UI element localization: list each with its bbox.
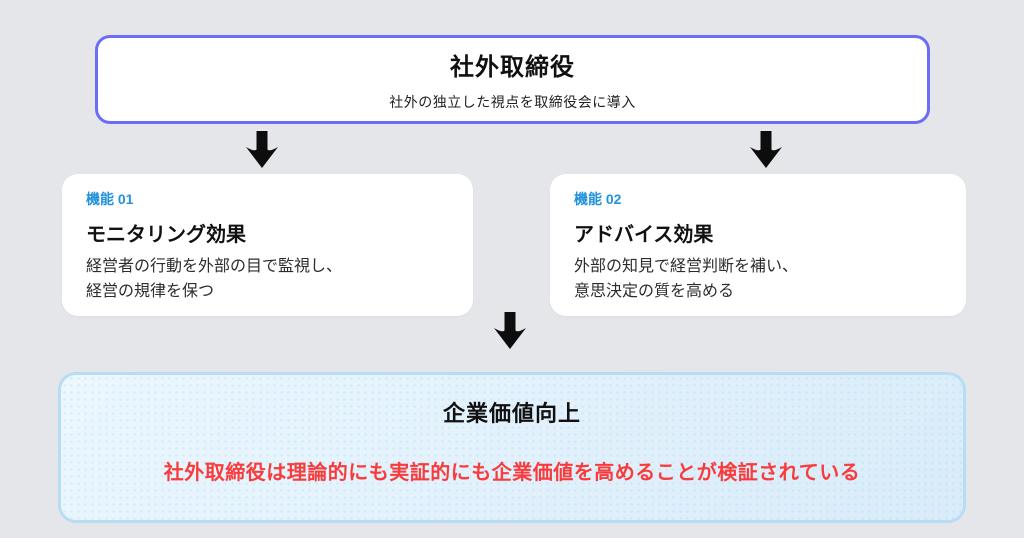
function-badge: 機能 01: [86, 191, 134, 207]
down-arrow-icon: [493, 311, 527, 349]
header-box: 社外取締役 社外の独立した視点を取締役会に導入: [95, 35, 930, 124]
header-title: 社外取締役: [450, 54, 575, 81]
function-title: モニタリング効果: [86, 224, 246, 246]
result-box: 企業価値向上 社外取締役は理論的にも実証的にも企業価値を高めることが検証されてい…: [58, 372, 966, 523]
down-arrow-icon: [245, 130, 279, 168]
function-description: 経営者の行動を外部の目で監視し、 経営の規律を保つ: [86, 258, 343, 300]
down-arrow-icon: [749, 130, 783, 168]
result-statement: 社外取締役は理論的にも実証的にも企業価値を高めることが検証されている: [163, 462, 861, 484]
function-card-advice: 機能 02 アドバイス効果 外部の知見で経営判断を補い、 意思決定の質を高める: [550, 174, 966, 316]
function-description: 外部の知見で経営判断を補い、 意思決定の質を高める: [574, 258, 799, 300]
function-badge: 機能 02: [574, 191, 622, 207]
result-title: 企業価値向上: [442, 401, 581, 426]
header-subtitle: 社外の独立した視点を取締役会に導入: [389, 94, 636, 110]
function-card-monitoring: 機能 01 モニタリング効果 経営者の行動を外部の目で監視し、 経営の規律を保つ: [62, 174, 473, 316]
function-title: アドバイス効果: [574, 224, 714, 246]
